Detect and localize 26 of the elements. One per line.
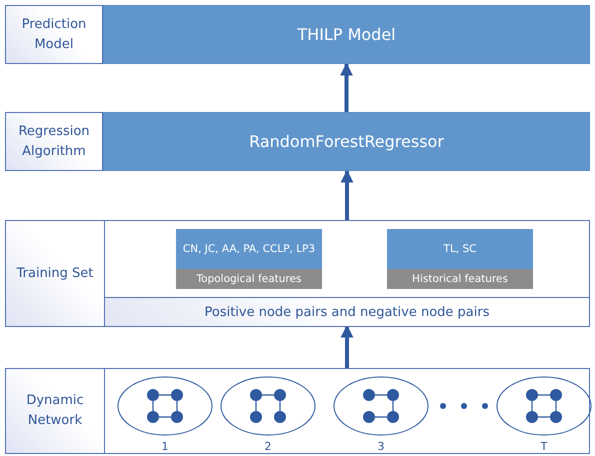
arrow [340,324,354,368]
network-graph-drawing [496,376,592,436]
time-step-number: 2 [264,440,272,453]
arrow [340,62,353,112]
text-band: Positive node pairs and negative node pairs [105,297,589,326]
time-step-number: T [540,440,548,453]
layer-panel [104,220,590,327]
layer-label: Training Set [5,220,105,327]
layer-label: Dynamic Network [5,368,105,454]
network-graph-drawing [117,376,213,436]
feature-card [387,229,533,289]
layer-label: Prediction Model [5,5,103,64]
network-graph-drawing [333,376,429,436]
feature-card [176,229,322,289]
layer-box: RandomForestRegressor [103,112,590,171]
feature-list: TL, SC [387,229,533,269]
time-step-number: 1 [160,440,170,453]
feature-caption: Topological features [176,269,322,289]
arrow [340,170,354,220]
time-step-number: 3 [376,440,386,453]
feature-caption: Historical features [387,269,533,289]
layer-box: THILP Model [103,5,590,64]
feature-list: CN, JC, AA, PA, CCLP, LP3 [176,229,322,269]
layer-panel [104,368,590,454]
network-graph-drawing [220,376,316,436]
layer-label: Regression Algorithm [5,112,103,171]
